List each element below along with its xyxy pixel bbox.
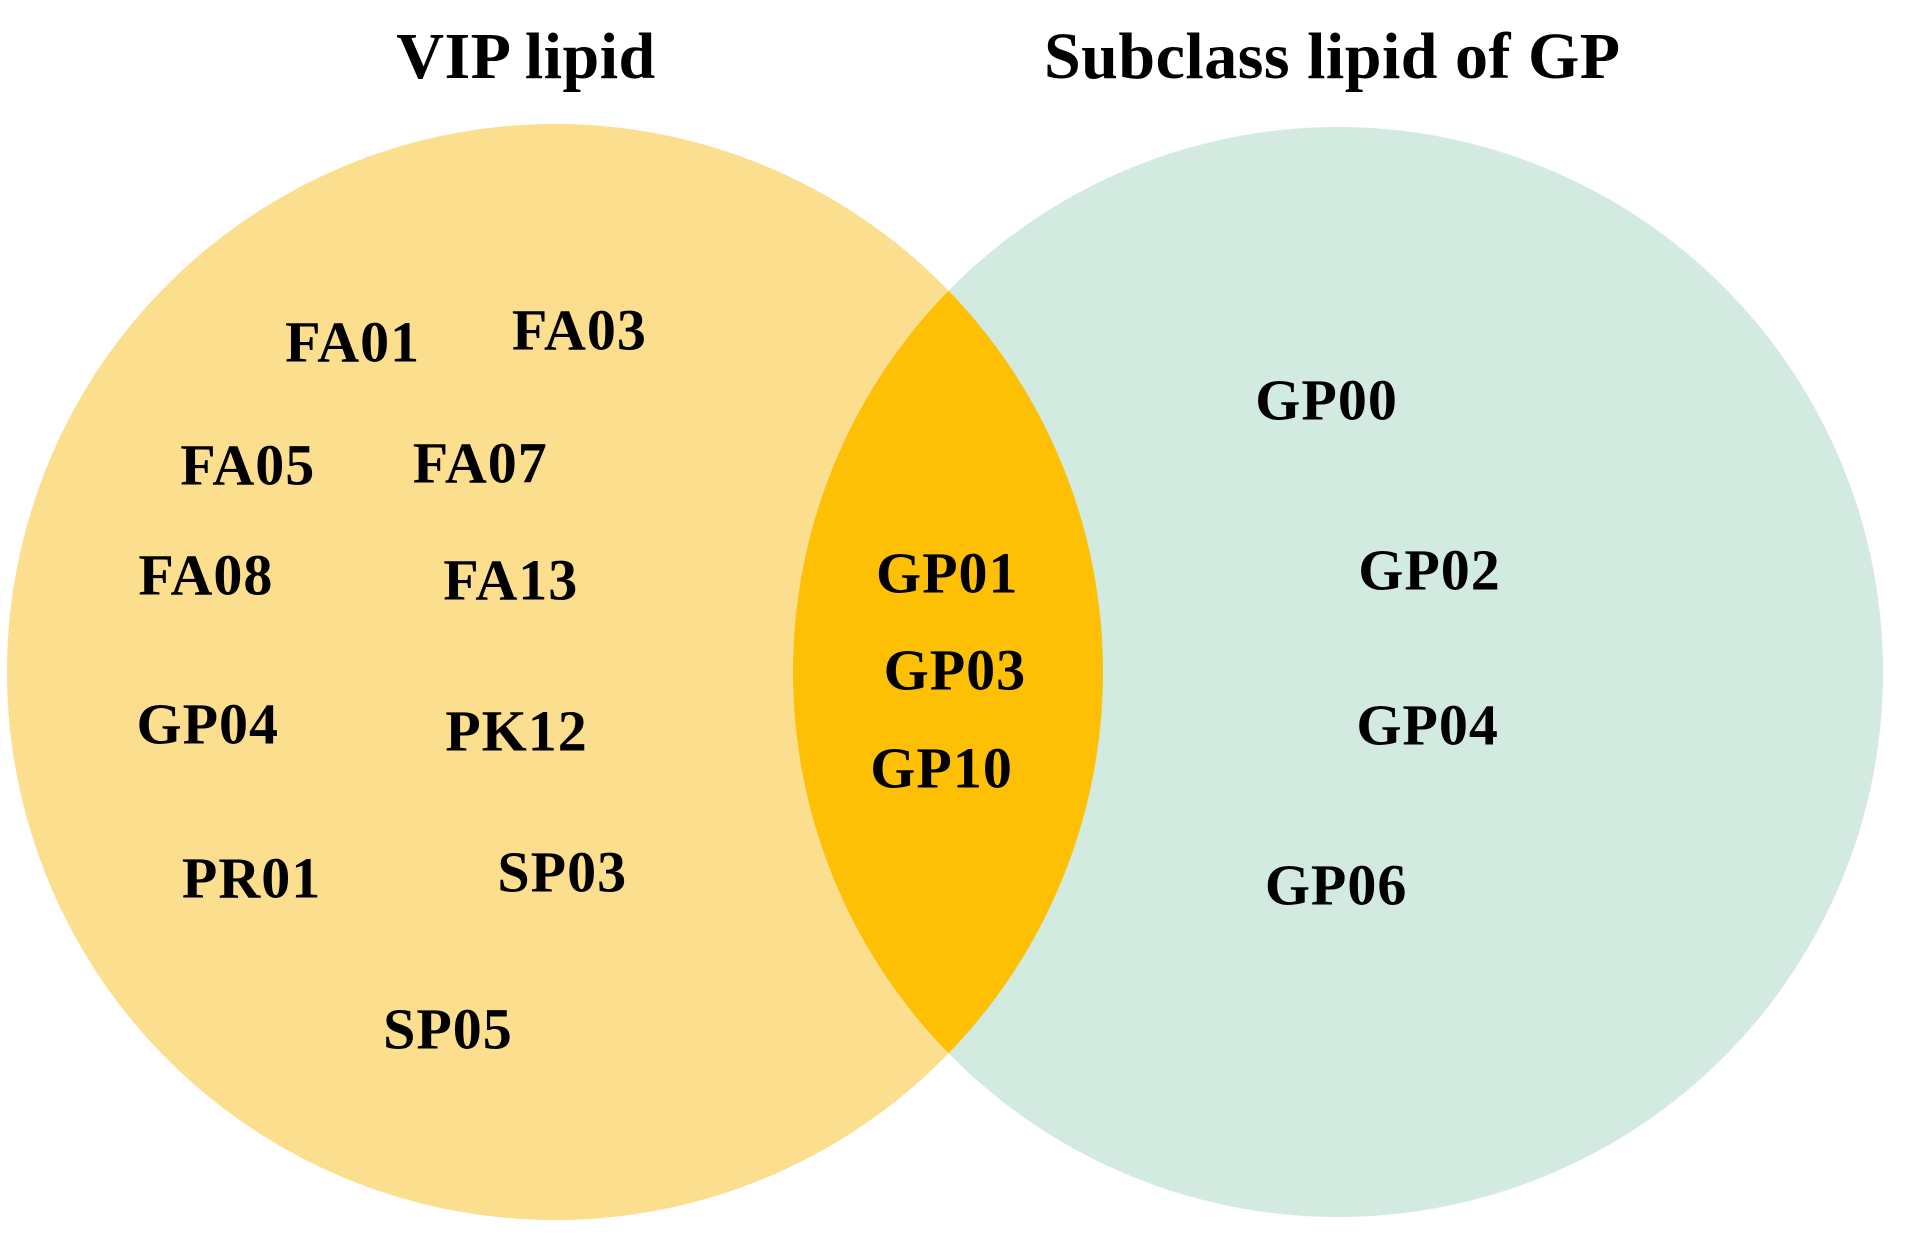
left-set-item-sp03: SP03: [497, 839, 628, 905]
left-set-item-sp05: SP05: [383, 996, 513, 1062]
right-set-item-gp06: GP06: [1264, 852, 1408, 918]
right-set-item-gp00: GP00: [1255, 367, 1398, 433]
left-set-title: VIP lipid: [396, 19, 656, 93]
left-set-item-pk12: PK12: [445, 698, 588, 764]
left-set-item-pr01: PR01: [181, 845, 322, 911]
left-set-item-gp04: GP04: [136, 691, 280, 757]
left-set-item-fa03: FA03: [511, 297, 647, 363]
intersection-item-gp01: GP01: [876, 540, 1019, 606]
left-set-item-fa08: FA08: [138, 542, 274, 608]
left-set-item-fa13: FA13: [443, 547, 579, 613]
right-set-item-gp02: GP02: [1358, 537, 1501, 603]
intersection-item-gp10: GP10: [870, 735, 1013, 801]
left-set-item-fa07: FA07: [412, 430, 548, 496]
left-set-circle: [7, 124, 1103, 1220]
intersection-item-gp03: GP03: [883, 637, 1027, 703]
right-set-title: Subclass lipid of GP: [1043, 19, 1621, 93]
right-set-circle: [793, 127, 1883, 1217]
left-set-item-fa05: FA05: [180, 432, 316, 498]
right-set-item-gp04: GP04: [1356, 692, 1499, 758]
left-set-item-fa01: FA01: [285, 309, 421, 375]
